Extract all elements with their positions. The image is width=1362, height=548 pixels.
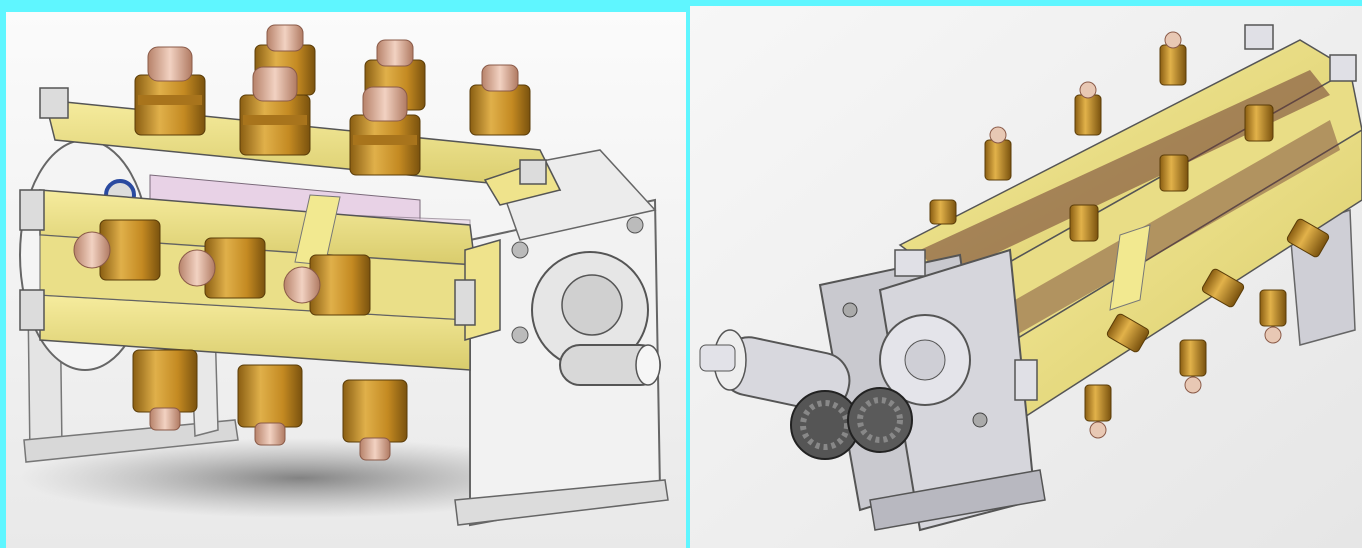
top-fittings: [134, 24, 531, 176]
ground-shadow: [20, 438, 580, 518]
rear-clamps: [894, 24, 1357, 401]
bottom-fittings: [132, 349, 408, 461]
rear-fittings: [929, 44, 1330, 422]
rear-tips: [989, 31, 1282, 439]
left-render-panel: [6, 12, 686, 548]
rear-view-drawing: [690, 6, 1362, 548]
front-view-drawing: [6, 12, 686, 548]
right-render-panel: [690, 0, 1362, 548]
bevel-gears: [790, 387, 913, 460]
clamp-brackets: [19, 87, 547, 331]
right-end-plate: [454, 149, 669, 527]
middle-fittings: [73, 219, 371, 316]
gear-right: [847, 387, 913, 453]
